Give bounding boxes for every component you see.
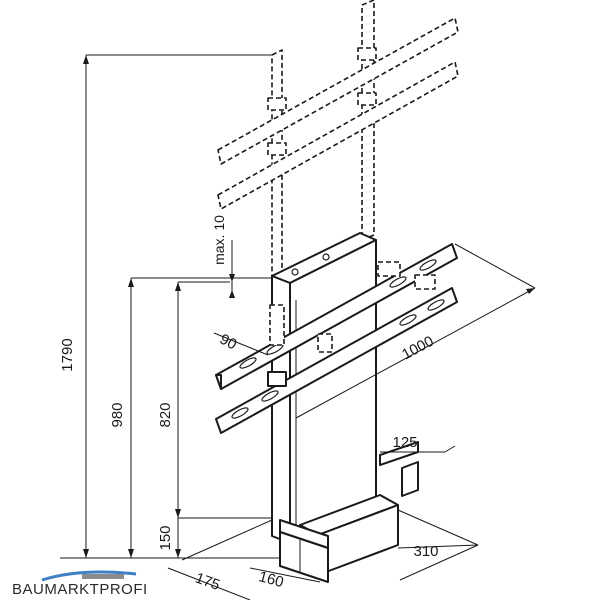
dim-total-height: 1790 xyxy=(59,338,76,371)
dim-base-height: 150 xyxy=(157,525,174,550)
dim-max-adjust: max. 10 xyxy=(211,215,227,265)
dim-foot-depth: 310 xyxy=(413,543,438,560)
upper-extension-dashed xyxy=(217,0,459,281)
dim-front-offset: 175 xyxy=(193,570,222,595)
dim-bar-spacing: 90 xyxy=(217,331,240,354)
dim-bar-height: 820 xyxy=(157,402,174,427)
dim-mount-height: 980 xyxy=(109,402,126,427)
dimension-lines xyxy=(60,54,536,600)
front-cross-bars xyxy=(215,243,458,434)
brand-swoosh-icon xyxy=(41,570,137,582)
dim-front-width: 160 xyxy=(257,568,286,591)
dim-bar-width: 1000 xyxy=(399,333,436,364)
brand-name: BAUMARKTPROFI xyxy=(12,581,148,598)
dim-rail-offset: 125 xyxy=(392,434,417,451)
base-foot xyxy=(279,441,419,583)
